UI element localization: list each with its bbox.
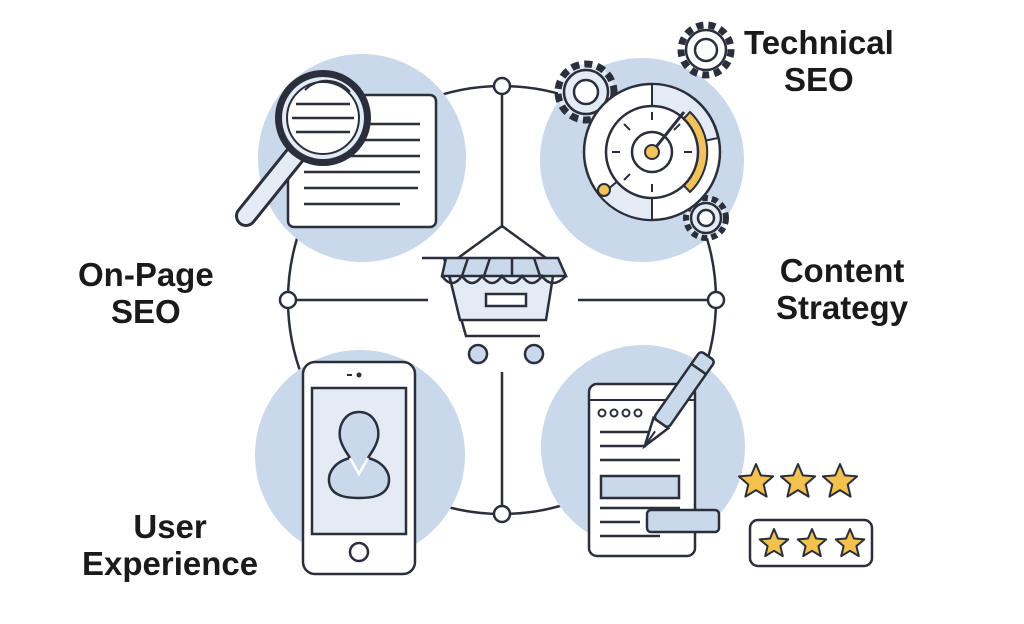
pen-icon bbox=[642, 351, 715, 450]
star-icon bbox=[779, 463, 817, 498]
star-icon bbox=[758, 528, 790, 558]
star-icon bbox=[796, 528, 828, 558]
hub-nodes bbox=[278, 76, 726, 524]
label-line: Experience bbox=[82, 545, 259, 582]
label-line: Technical bbox=[744, 24, 894, 61]
shopping-cart-icon bbox=[422, 224, 568, 365]
star-icon bbox=[821, 463, 859, 498]
star-icon bbox=[834, 528, 866, 558]
label-on-page-seo: On-Page SEO bbox=[78, 256, 214, 330]
star-rating-loose bbox=[737, 463, 859, 498]
magnifying-glass-icon bbox=[235, 70, 371, 227]
label-line: SEO bbox=[784, 61, 854, 98]
rating-card bbox=[748, 518, 874, 568]
label-line: Content bbox=[779, 252, 905, 289]
speedometer-icon bbox=[582, 82, 722, 222]
label-content-strategy: Content Strategy bbox=[776, 252, 908, 326]
label-technical-seo: Technical SEO bbox=[744, 24, 894, 98]
label-line: User bbox=[133, 508, 207, 545]
label-user-experience: User Experience bbox=[82, 508, 258, 582]
gear-icon bbox=[683, 195, 729, 241]
label-line: Strategy bbox=[776, 289, 909, 326]
star-icon bbox=[737, 463, 775, 498]
label-line: SEO bbox=[111, 293, 181, 330]
label-line: On-Page bbox=[78, 256, 214, 293]
user-silhouette-icon bbox=[327, 410, 391, 500]
gear-icon bbox=[554, 60, 618, 124]
gear-icon bbox=[677, 21, 735, 79]
